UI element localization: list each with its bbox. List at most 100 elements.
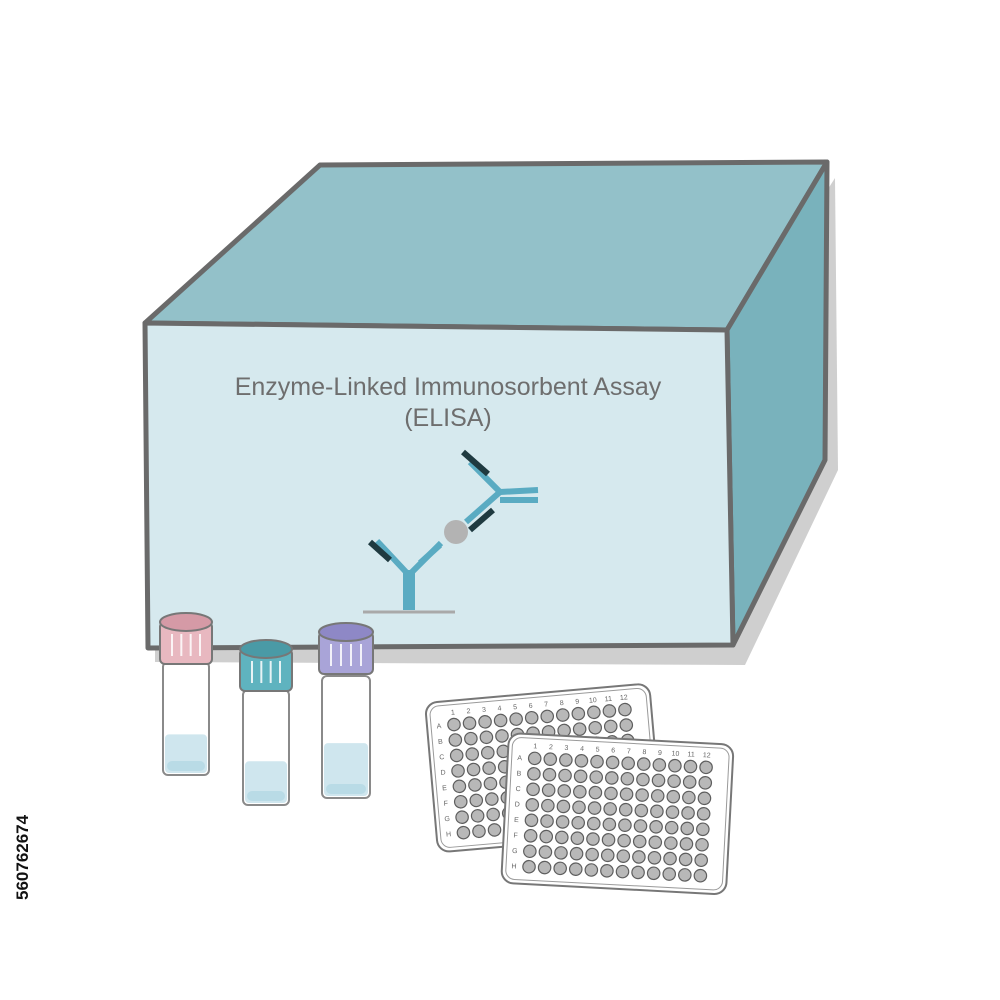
plate-well	[631, 865, 645, 880]
plate-well	[522, 859, 536, 874]
plate-column-label: 10	[671, 751, 679, 758]
vial-liquid-bottom	[326, 784, 366, 794]
plate-well	[482, 761, 496, 775]
plate-row-label: F	[513, 832, 518, 839]
plate-well	[600, 848, 615, 863]
plate-well	[621, 756, 635, 771]
reagent-vials	[159, 612, 374, 806]
plate-well	[649, 820, 663, 834]
plate-row-label: G	[444, 816, 450, 823]
plate-well	[586, 832, 600, 846]
plate-well	[541, 798, 555, 813]
plate-well	[604, 786, 618, 801]
plate-well	[634, 803, 649, 818]
plate-well	[664, 820, 679, 835]
capture-light-chain-right	[417, 542, 443, 566]
plate-well	[553, 861, 567, 876]
plate-row-label: E	[514, 817, 519, 824]
plate-well	[556, 799, 571, 814]
vial-liquid-bottom	[247, 791, 285, 801]
vial-teal-cap	[239, 639, 293, 806]
plate-well	[526, 782, 540, 797]
plate-well	[588, 785, 603, 800]
plate-well	[648, 835, 663, 850]
plate-column-label: 5	[513, 704, 518, 711]
plate-well	[584, 863, 599, 877]
plate-column-label: 11	[687, 751, 695, 758]
plate-well	[538, 845, 553, 859]
plate-column-label: 1	[533, 743, 537, 750]
plate-row-label: G	[512, 848, 518, 855]
plate-well	[666, 789, 681, 804]
plate-well	[662, 867, 677, 881]
plate-column-label: 12	[620, 694, 628, 702]
plate-well	[601, 833, 616, 847]
plate-well	[466, 762, 481, 777]
plate-well	[523, 844, 537, 859]
plate-well	[470, 809, 485, 823]
plate-well	[569, 846, 584, 861]
plate-well	[557, 784, 572, 798]
plate-well	[678, 852, 693, 867]
plate-column-label: 9	[658, 750, 662, 757]
plate-well	[650, 789, 665, 803]
plate-column-label: 4	[497, 705, 502, 712]
plate-well	[571, 815, 585, 830]
plate-well	[472, 824, 486, 839]
plate-well	[527, 751, 542, 766]
plate-column-label: 1	[451, 709, 456, 716]
detection-light-chain-top	[461, 449, 490, 477]
plate-well	[574, 754, 589, 768]
plate-well	[572, 800, 586, 815]
plate-row-label: C	[439, 754, 445, 761]
box-top-face	[142, 159, 830, 333]
plate-well	[681, 806, 695, 820]
plate-column-label: 11	[604, 696, 612, 704]
plate-well	[540, 814, 554, 828]
plate-well	[698, 776, 713, 790]
plate-row-label: A	[437, 723, 443, 730]
plate-well	[694, 853, 709, 868]
plate-well	[524, 813, 539, 828]
plate-well	[586, 816, 601, 831]
vial-liquid-bottom	[167, 761, 205, 771]
plate-well	[570, 831, 585, 846]
plate-well	[572, 722, 587, 736]
capture-light-chain-left	[367, 539, 393, 563]
antigen-dot	[444, 520, 468, 544]
plate-well	[682, 790, 696, 805]
plate-well	[558, 768, 572, 783]
kit-box: Enzyme-Linked Immunosorbent Assay (ELISA…	[142, 159, 830, 651]
plate-row-label: F	[443, 800, 448, 807]
plate-well	[615, 864, 630, 879]
stock-id-text: 560762674	[13, 814, 32, 900]
plate-row-label: A	[517, 755, 522, 762]
plate-well	[452, 779, 467, 794]
vial-cap	[159, 612, 213, 665]
plate-well	[448, 733, 463, 747]
plate-well	[527, 767, 541, 781]
plate-well	[568, 862, 583, 876]
vial-pink-cap	[159, 612, 213, 776]
plate-well	[632, 850, 646, 864]
plate-column-label: 5	[595, 747, 599, 754]
plate-well	[682, 775, 697, 789]
vial-cap	[318, 622, 374, 675]
plate-well	[480, 745, 495, 760]
plate-well	[696, 822, 710, 837]
plate-well	[453, 794, 468, 809]
plate-well	[464, 731, 478, 746]
plate-well	[525, 798, 540, 812]
plate-well	[540, 709, 555, 724]
plate-well	[451, 764, 465, 778]
plate-column-label: 7	[544, 701, 549, 708]
plate-well	[509, 712, 523, 726]
plate-well	[573, 769, 588, 784]
plate-well	[590, 754, 604, 769]
plate-well	[600, 864, 614, 878]
vial-purple-cap	[318, 622, 374, 799]
plate-well	[543, 752, 558, 766]
plate-well	[539, 829, 554, 844]
